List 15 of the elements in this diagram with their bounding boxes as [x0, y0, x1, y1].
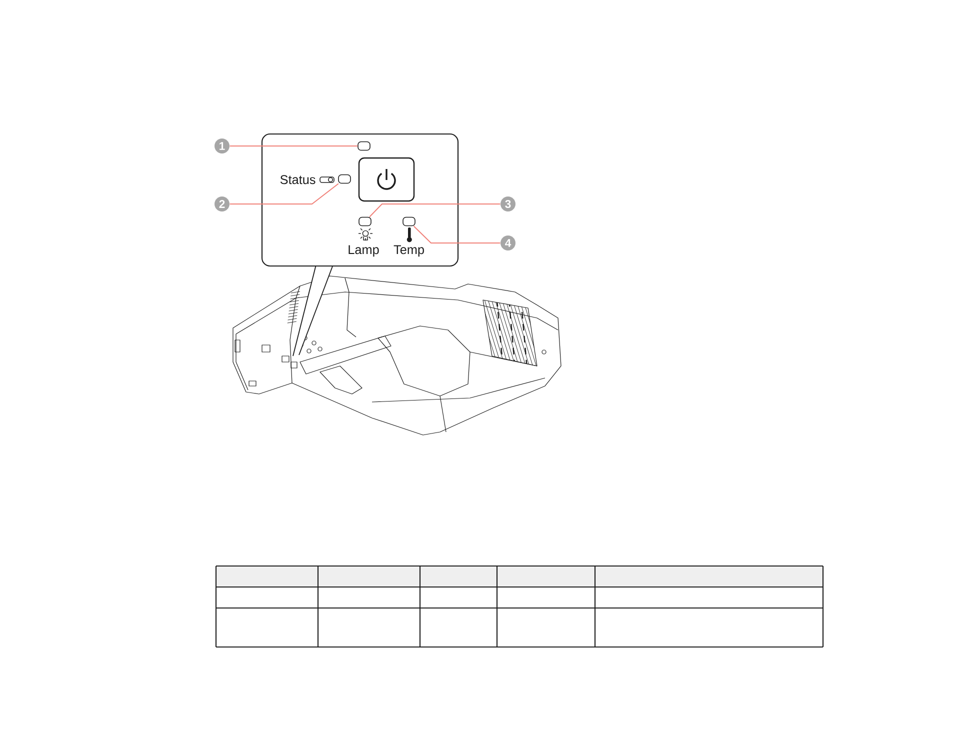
- callout-number: 3: [500, 196, 516, 212]
- leader-line: [369, 204, 501, 218]
- indicator-light: [402, 216, 416, 226]
- indicator-light: [338, 174, 351, 184]
- leader-line: [413, 226, 501, 244]
- indicator-label: Lamp: [348, 245, 379, 257]
- indicator-light: [358, 216, 372, 226]
- callout-number: 2: [214, 196, 230, 212]
- callout-panel: [261, 133, 459, 267]
- indicator-light: [358, 141, 370, 151]
- leader-line: [229, 183, 339, 204]
- callout-number: 1: [214, 138, 230, 154]
- indicator-label: Status: [280, 175, 316, 184]
- callout-number: 4: [500, 236, 516, 250]
- indicator-label: Temp: [394, 245, 424, 257]
